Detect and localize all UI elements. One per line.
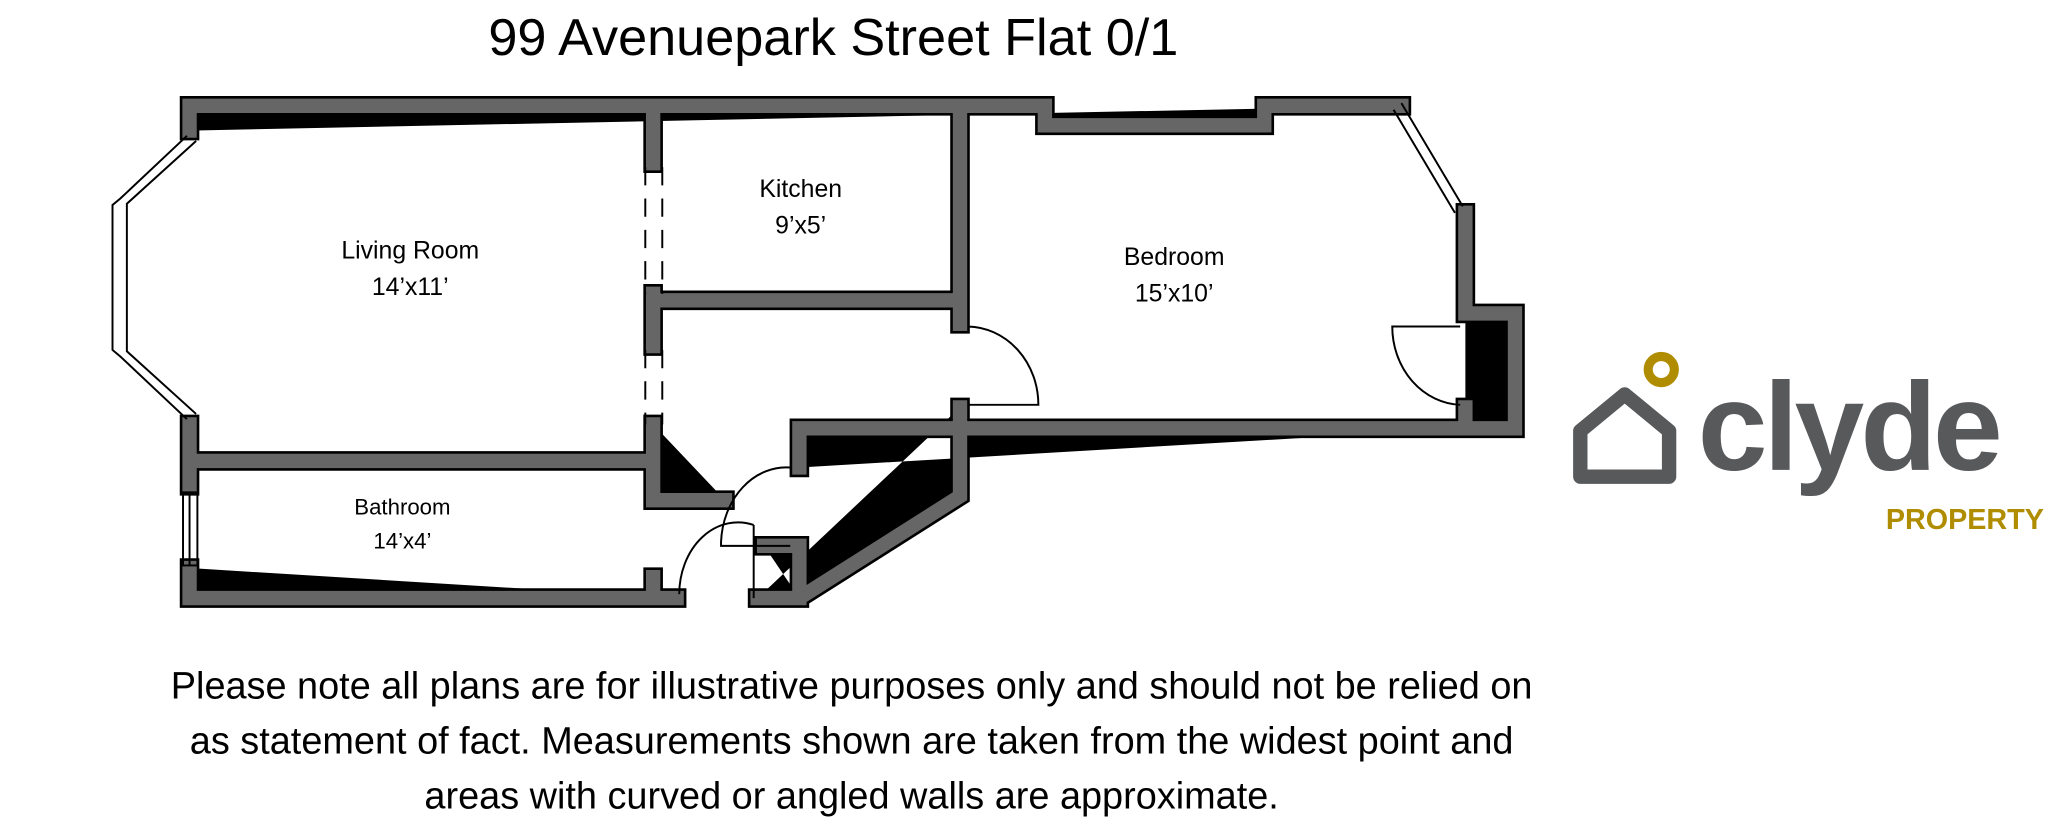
disclaimer-line: as statement of fact. Measurements shown…: [190, 720, 1514, 762]
doors: [678, 325, 1461, 599]
room-size: 15’x10’: [1135, 281, 1214, 308]
room-name: Living Room: [341, 238, 479, 265]
clyde-property-logo: clyde PROPERTY: [1573, 351, 2044, 536]
room-labels: Living Room 14’x11’ Kitchen 9’x5’ Bedroo…: [341, 176, 1224, 553]
logo-circle-icon: [1643, 351, 1679, 388]
room-name: Bathroom: [354, 495, 450, 520]
room-size: 9’x5’: [775, 213, 826, 240]
windows: [111, 102, 1464, 567]
disclaimer-line: areas with curved or angled walls are ap…: [424, 775, 1278, 817]
logo-tagline: PROPERTY: [1886, 504, 2044, 536]
walls: [190, 106, 1515, 598]
room-size: 14’x4’: [373, 528, 431, 553]
room-name: Bedroom: [1124, 244, 1225, 271]
openings: [644, 167, 664, 425]
logo-wordmark: clyde: [1698, 357, 1999, 497]
disclaimer-line: Please note all plans are for illustrati…: [171, 666, 1533, 708]
disclaimer: Please note all plans are for illustrati…: [171, 666, 1533, 818]
logo-house-icon: [1573, 387, 1677, 484]
plan-title: 99 Avenuepark Street Flat 0/1: [488, 9, 1178, 67]
room-size: 14’x11’: [372, 274, 449, 301]
room-name: Kitchen: [759, 176, 842, 203]
